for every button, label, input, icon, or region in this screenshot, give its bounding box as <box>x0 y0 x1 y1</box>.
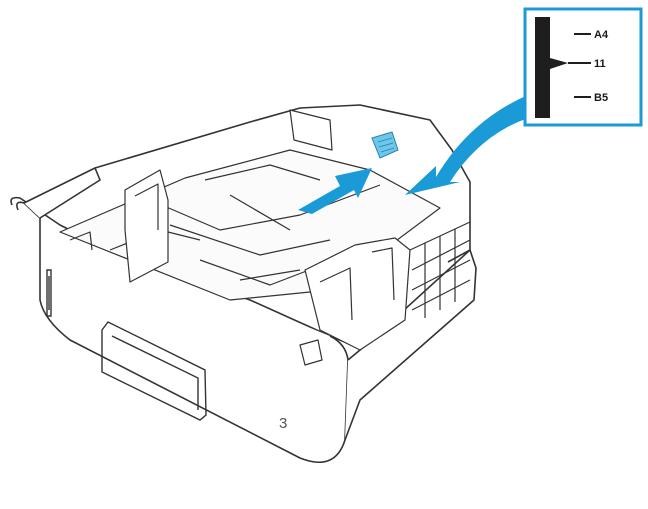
tray-front-details <box>46 269 207 421</box>
mark-a4-label: A4 <box>594 29 609 41</box>
size-marker-bar <box>535 17 568 118</box>
left-width-guide <box>124 169 169 283</box>
tray-number: 3 <box>279 415 287 432</box>
paper-size-callout: A4 11 B5 <box>523 7 643 127</box>
slide-arrow-icon <box>298 168 372 214</box>
paper-level-indicator <box>46 269 52 317</box>
right-width-guide <box>304 237 411 351</box>
rear-length-guide <box>289 109 333 151</box>
mark-b5-label: B5 <box>594 92 608 104</box>
tray-handle <box>101 321 207 421</box>
mark-11-label: 11 <box>594 58 606 70</box>
pointer-arrow-icon <box>405 95 528 195</box>
